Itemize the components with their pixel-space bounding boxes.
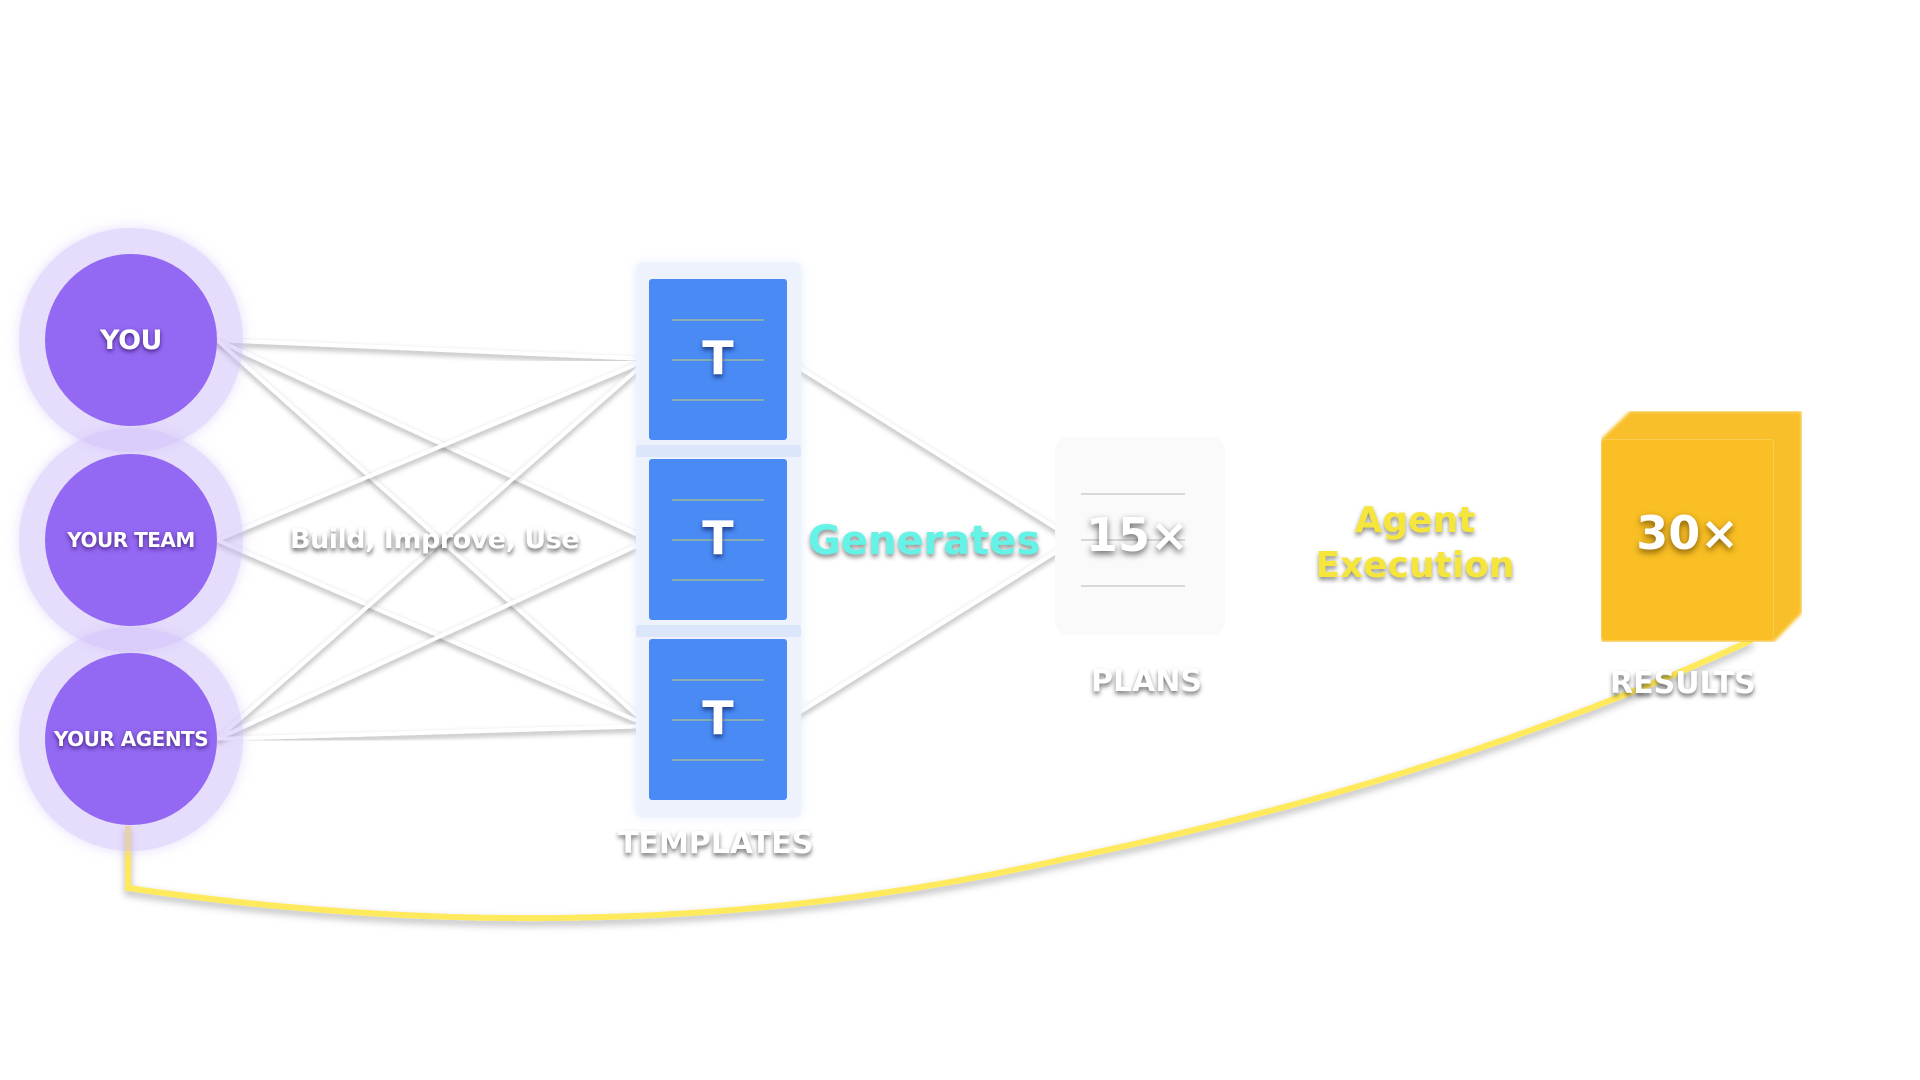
link-actor-2-template-1 bbox=[216, 538, 650, 741]
agent-execution-line2: Execution bbox=[1315, 545, 1515, 586]
plans-node[interactable] bbox=[1055, 437, 1225, 635]
link-template-2-plans bbox=[785, 538, 1077, 722]
template-line bbox=[672, 399, 764, 401]
plans-multiplier: 15× bbox=[1086, 508, 1189, 562]
template-line bbox=[672, 759, 764, 761]
plan-line bbox=[1081, 493, 1185, 495]
template-icon: T bbox=[702, 510, 734, 565]
results-node[interactable]: 30× bbox=[1601, 439, 1774, 641]
agent-execution-label: Agent Execution bbox=[1300, 498, 1530, 588]
actor-label: YOUR AGENTS bbox=[53, 727, 209, 751]
plan-line bbox=[1081, 585, 1185, 587]
feedback-loop-line bbox=[125, 637, 1754, 922]
template-card[interactable]: T bbox=[649, 459, 787, 620]
generates-label: Generates bbox=[808, 518, 1041, 564]
link-actor-0-template-1 bbox=[216, 338, 650, 542]
template-separator bbox=[636, 445, 801, 457]
template-card[interactable]: T bbox=[649, 279, 787, 440]
actor-your-team[interactable]: YOUR TEAM bbox=[45, 454, 217, 626]
template-line bbox=[672, 719, 764, 721]
template-separator bbox=[636, 625, 801, 637]
template-line bbox=[672, 679, 764, 681]
actor-label: YOU bbox=[100, 324, 162, 356]
template-card[interactable]: T bbox=[649, 639, 787, 800]
plan-line bbox=[1081, 539, 1185, 541]
template-icon: T bbox=[702, 690, 734, 745]
actor-template-links bbox=[215, 338, 651, 741]
link-actor-2-template-0 bbox=[215, 357, 651, 741]
link-actor-1-template-2 bbox=[216, 538, 650, 728]
link-actor-0-template-2 bbox=[215, 338, 651, 728]
link-actor-1-template-0 bbox=[216, 357, 650, 542]
template-line bbox=[672, 359, 764, 361]
template-line bbox=[672, 319, 764, 321]
results-multiplier: 30× bbox=[1636, 506, 1739, 560]
template-line bbox=[672, 539, 764, 541]
actor-label: YOUR TEAM bbox=[67, 528, 195, 552]
actor-you[interactable]: YOU bbox=[45, 254, 217, 426]
template-line bbox=[672, 499, 764, 501]
build-improve-use-label: Build, Improve, Use bbox=[290, 524, 580, 555]
results-label: RESULTS bbox=[1610, 666, 1756, 701]
actor-your-agents[interactable]: YOUR AGENTS bbox=[45, 653, 217, 825]
template-plan-links bbox=[785, 358, 1077, 722]
plans-label: PLANS bbox=[1091, 664, 1203, 699]
link-template-0-plans bbox=[785, 358, 1077, 542]
link-actor-2-template-2 bbox=[216, 724, 650, 741]
template-icon: T bbox=[702, 330, 734, 385]
link-actor-0-template-0 bbox=[216, 338, 650, 361]
templates-label: TEMPLATES bbox=[618, 826, 814, 861]
template-line bbox=[672, 579, 764, 581]
agent-execution-line1: Agent bbox=[1354, 500, 1476, 541]
